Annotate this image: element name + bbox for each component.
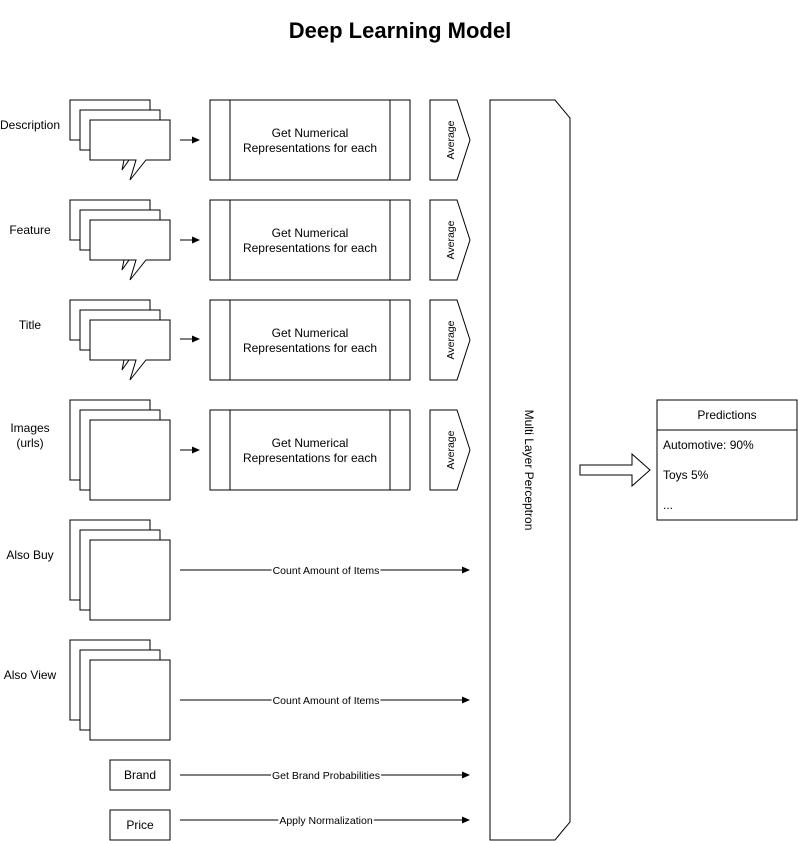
input-label-images: Images xyxy=(10,421,49,435)
mlp-label: Multi Layer Perceptron xyxy=(522,410,536,531)
average-block-description: Average xyxy=(429,99,471,181)
edge-label-brand: Get Brand Probabilities xyxy=(272,770,380,782)
edge-label-background xyxy=(271,695,381,707)
input-label-description: Description xyxy=(0,118,60,132)
item-stack-icon xyxy=(69,639,171,741)
process-box-feature: Get Numerical Representations for each xyxy=(209,199,411,281)
input-row-brand: Brand Get Brand Probabilities xyxy=(109,759,470,791)
price-box xyxy=(109,809,171,841)
svg-text:Get Numerical: Get Numerical xyxy=(272,126,349,140)
svg-text:Get Numerical: Get Numerical xyxy=(272,226,349,240)
image-stack-icon xyxy=(69,399,171,501)
svg-text:Representations for each: Representations for each xyxy=(243,341,377,355)
average-block-feature: Average xyxy=(429,199,471,281)
input-row-images: Images (urls) Get Numerical Representati… xyxy=(10,399,471,501)
input-label-brand: Brand xyxy=(124,768,156,782)
edge-label-background xyxy=(271,565,381,577)
svg-text:Representations for each: Representations for each xyxy=(243,451,377,465)
svg-text:Average: Average xyxy=(445,220,457,259)
prediction-item: ... xyxy=(663,498,673,512)
average-block-images: Average xyxy=(429,409,471,491)
text-documents-icon xyxy=(69,99,171,181)
svg-text:Get Numerical: Get Numerical xyxy=(272,326,349,340)
process-box-title: Get Numerical Representations for each xyxy=(209,299,411,381)
input-label-price: Price xyxy=(126,818,154,832)
input-label-also-buy: Also Buy xyxy=(6,548,53,562)
input-row-description: Description Get Numerical Representation… xyxy=(0,99,471,181)
edge-label-background xyxy=(271,770,381,782)
edge-label-price: Apply Normalization xyxy=(279,815,373,827)
input-row-price: Price Apply Normalization xyxy=(109,809,470,841)
process-box-images: Get Numerical Representations for each xyxy=(209,409,411,491)
input-row-title: Title Get Numerical Representations for … xyxy=(19,299,471,381)
input-label-feature: Feature xyxy=(9,223,51,237)
input-row-feature: Feature Get Numerical Representations fo… xyxy=(9,199,471,281)
svg-text:Average: Average xyxy=(445,120,457,159)
input-row-also-view: Also View Count Amount of Items xyxy=(4,639,470,741)
predictions-panel: Predictions Automotive: 90% Toys 5% ... xyxy=(656,399,798,521)
input-label-also-view: Also View xyxy=(4,668,57,682)
edge-label-also-view: Count Amount of Items xyxy=(273,695,380,707)
text-documents-icon xyxy=(69,199,171,281)
input-label-title: Title xyxy=(19,318,42,332)
block-arrow-to-predictions xyxy=(579,452,651,488)
svg-text:Average: Average xyxy=(445,320,457,359)
average-block-title: Average xyxy=(429,299,471,381)
text-documents-icon xyxy=(69,299,171,381)
edge-label-also-buy: Count Amount of Items xyxy=(273,565,380,577)
diagram-title: Deep Learning Model xyxy=(289,18,511,43)
brand-box xyxy=(109,759,171,791)
svg-text:Get Numerical: Get Numerical xyxy=(272,436,349,450)
prediction-item: Automotive: 90% xyxy=(663,438,754,452)
svg-text:Representations for each: Representations for each xyxy=(243,241,377,255)
input-row-also-buy: Also Buy Count Amount of Items xyxy=(6,519,470,621)
predictions-header: Predictions xyxy=(697,408,756,422)
edge-label-background xyxy=(278,815,374,827)
svg-text:Representations for each: Representations for each xyxy=(243,141,377,155)
input-label-images-urls: (urls) xyxy=(16,436,43,450)
process-box-description: Get Numerical Representations for each xyxy=(209,99,411,181)
item-stack-icon xyxy=(69,519,171,621)
prediction-item: Toys 5% xyxy=(663,468,709,482)
svg-text:Average: Average xyxy=(445,430,457,469)
mlp-block: Multi Layer Perceptron xyxy=(489,99,571,841)
